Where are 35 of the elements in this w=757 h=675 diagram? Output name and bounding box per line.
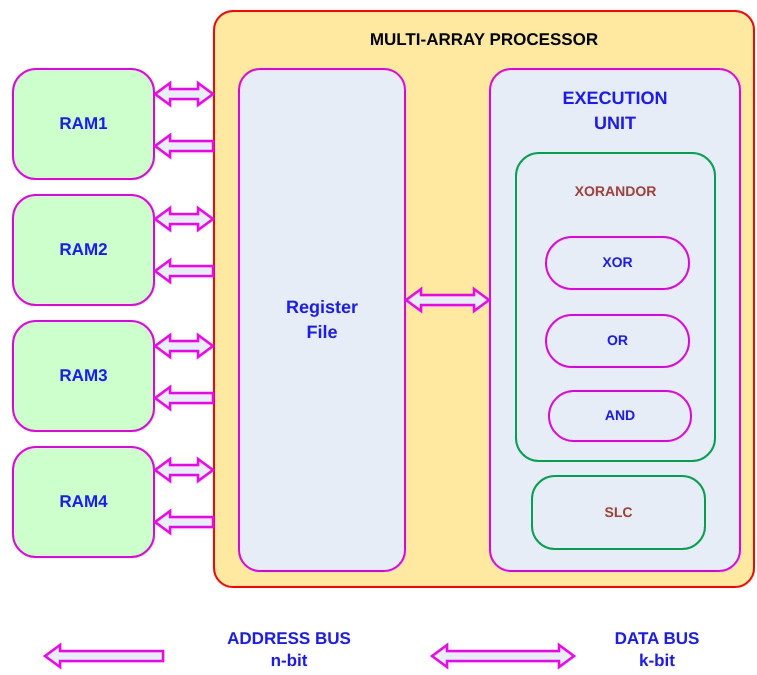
processor-title: MULTI-ARRAY PROCESSOR xyxy=(370,30,598,49)
address-bus-arrow xyxy=(152,132,214,160)
legend-label: ADDRESS BUS n-bit xyxy=(226,628,352,672)
address-bus-arrow xyxy=(152,258,214,284)
memory-label: RAM4 xyxy=(59,492,108,512)
address-bus-arrow xyxy=(152,508,214,536)
address-bus-arrow xyxy=(152,384,214,412)
unit-label: Register File xyxy=(286,296,358,342)
gate-box xyxy=(548,390,692,442)
gate-box xyxy=(545,314,690,368)
logic-unit-box xyxy=(531,475,706,550)
processor-box xyxy=(213,10,755,588)
gate-label: XOR xyxy=(602,254,633,270)
legend-label: DATA BUS k-bit xyxy=(614,628,700,672)
memory-box xyxy=(12,68,155,180)
data-bus-arrow xyxy=(152,332,216,360)
gate-box xyxy=(545,236,690,290)
memory-box xyxy=(12,446,155,558)
logic-group-box xyxy=(515,152,716,462)
unit-panel xyxy=(238,68,406,572)
memory-label: RAM1 xyxy=(59,114,108,134)
unit-label: EXECUTION UNIT xyxy=(562,88,668,134)
memory-box xyxy=(12,320,155,432)
unit-panel xyxy=(489,68,741,572)
data-bus-arrow xyxy=(404,286,492,314)
data-bus-arrow xyxy=(152,206,216,232)
unit-label: SLC xyxy=(604,504,632,520)
data-bus-arrow xyxy=(152,456,216,484)
data-bus-arrow xyxy=(152,80,216,108)
memory-label: RAM3 xyxy=(59,366,108,386)
group-label: XORANDOR xyxy=(574,183,656,199)
gate-label: OR xyxy=(607,332,628,348)
gate-label: AND xyxy=(604,407,636,424)
memory-label: RAM2 xyxy=(59,240,108,260)
memory-box xyxy=(12,194,155,306)
